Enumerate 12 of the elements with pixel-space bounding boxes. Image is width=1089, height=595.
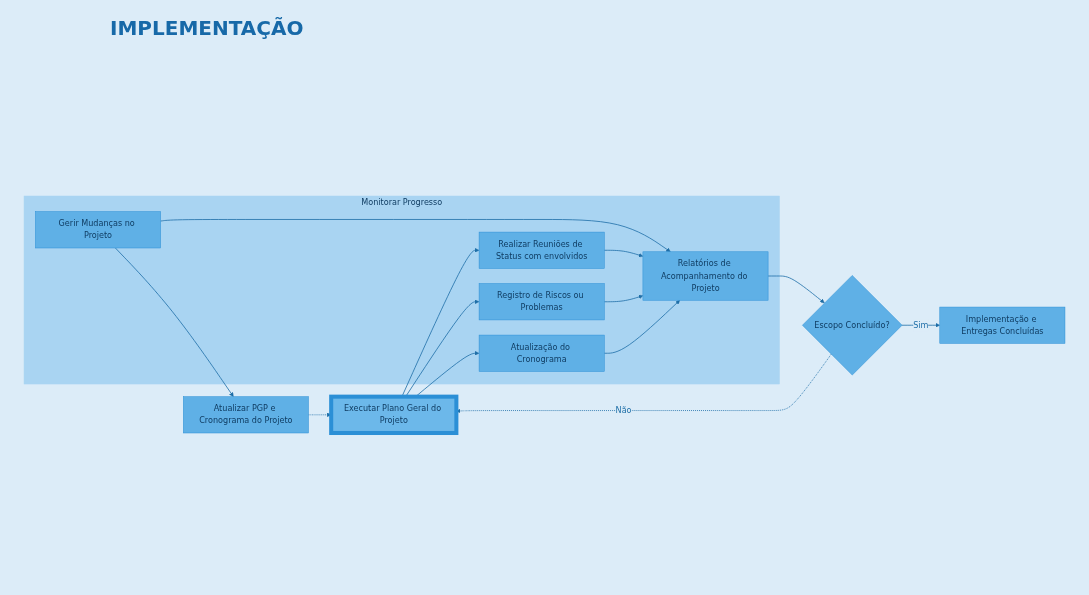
- node-box: Realizar Reuniões de Status com envolvidos: [478, 231, 605, 269]
- node-box: Executar Plano Geral do Projeto: [329, 394, 459, 435]
- node-diamond: Escopo Concluído?: [802, 275, 903, 376]
- node-box: Implementação e Entregas Concluídas: [939, 306, 1066, 344]
- node-box: Gerir Mudanças no Projeto: [35, 211, 161, 249]
- node-box: Registro de Riscos ou Problemas: [478, 283, 605, 321]
- node-box: Atualização do Cronograma: [478, 334, 605, 372]
- edge-label: Não: [615, 405, 632, 416]
- diagram-title: IMPLEMENTAÇÃO: [110, 16, 304, 40]
- node-box: Relatórios de Acompanhamento do Projeto: [642, 251, 769, 301]
- edge-label: Sim: [913, 320, 929, 330]
- node-box: Atualizar PGP e Cronograma do Projeto: [183, 396, 309, 434]
